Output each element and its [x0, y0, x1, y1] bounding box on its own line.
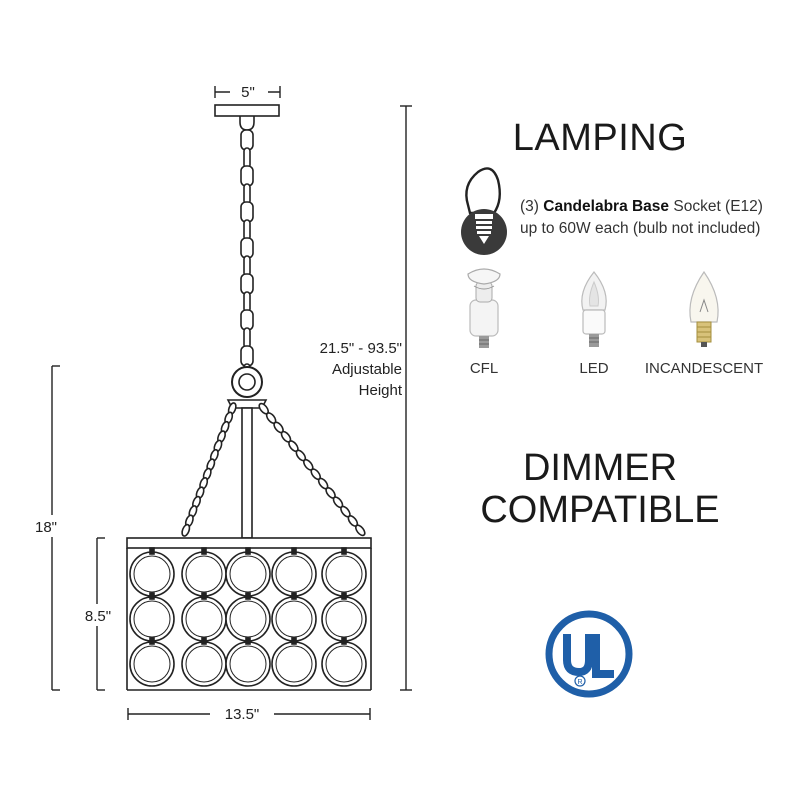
- socket-description: (3) Candelabra Base Socket (E12) up to 6…: [520, 196, 780, 240]
- ring-clip: [291, 592, 297, 600]
- chain-link: [243, 291, 251, 313]
- ring: [181, 596, 227, 642]
- ring: [321, 596, 367, 642]
- incandescent-bulb-icon: [689, 270, 719, 347]
- ring-inner: [133, 645, 171, 683]
- ring-inner: [185, 645, 223, 683]
- ring-clip: [341, 592, 347, 600]
- ring: [181, 641, 227, 687]
- ring: [225, 596, 271, 642]
- ring-clip: [245, 547, 251, 555]
- chain-link: [243, 255, 251, 277]
- ring-clip: [201, 547, 207, 555]
- chain-link: [240, 165, 254, 187]
- ring: [181, 551, 227, 597]
- chain-link: [240, 309, 254, 331]
- ring-inner: [229, 600, 267, 638]
- dimmer-line: DIMMER: [522, 447, 678, 489]
- ring: [271, 641, 317, 687]
- candelabra-bulb-icon: [461, 167, 507, 255]
- compatible-line: COMPATIBLE: [480, 488, 720, 531]
- chain-link: [354, 524, 366, 537]
- chain-link: [240, 201, 254, 223]
- incandescent-label: INCANDESCENT: [644, 360, 764, 377]
- ring: [271, 551, 317, 597]
- chandelier-fixture: [126, 104, 372, 691]
- ring-panels: [129, 547, 367, 687]
- ring: [129, 641, 175, 687]
- ring-clip: [149, 592, 155, 600]
- cfl-bulb-icon: [467, 268, 501, 348]
- canopy-loop: [239, 116, 255, 131]
- chain-link: [243, 183, 251, 205]
- ring: [321, 641, 367, 687]
- center-rod: [241, 407, 253, 539]
- ul-listed-logo: R: [545, 610, 633, 698]
- ring-inner: [185, 600, 223, 638]
- chain-link: [240, 129, 254, 151]
- led-label: LED: [579, 360, 609, 377]
- ring-inner: [133, 555, 171, 593]
- height-label: Height: [359, 382, 403, 399]
- ring-inner: [325, 600, 363, 638]
- shade-width-label: 13.5": [225, 706, 260, 723]
- ring-inner: [275, 600, 313, 638]
- ring: [129, 551, 175, 597]
- adjustable-height-dimension: [400, 105, 412, 691]
- ring-clip: [291, 547, 297, 555]
- ring: [225, 551, 271, 597]
- ring: [271, 596, 317, 642]
- ring-inner: [325, 555, 363, 593]
- hanging-chain: [240, 129, 254, 385]
- ring-clip: [341, 547, 347, 555]
- ring-clip: [149, 547, 155, 555]
- ring-clip: [291, 637, 297, 645]
- ring-inner: [325, 645, 363, 683]
- socket-type: Candelabra Base: [543, 198, 670, 215]
- canopy-width-label: 5": [241, 84, 255, 101]
- ring-clip: [341, 637, 347, 645]
- adjustable-label: Adjustable: [332, 361, 402, 378]
- ring-inner: [185, 555, 223, 593]
- ring-inner: [229, 555, 267, 593]
- ring: [321, 551, 367, 597]
- ring-clip: [149, 637, 155, 645]
- ring-inner: [133, 600, 171, 638]
- ring-clip: [201, 592, 207, 600]
- chain-link: [240, 345, 254, 367]
- chain-link: [243, 147, 251, 169]
- dimmer-compatible-heading: DIMMER COMPATIBLE: [440, 447, 760, 532]
- overall-height-label: 18": [35, 519, 57, 536]
- chain-link: [181, 523, 191, 537]
- ring-clip: [245, 637, 251, 645]
- chain-link: [243, 327, 251, 349]
- cfl-label: CFL: [469, 360, 499, 377]
- shade-top-band: [126, 537, 372, 549]
- svg-text:R: R: [577, 679, 582, 686]
- ring-inner: [275, 555, 313, 593]
- ring-inner: [275, 645, 313, 683]
- socket-count: (3): [520, 198, 539, 215]
- shade-height-label: 8.5": [85, 608, 111, 625]
- chain-link: [240, 237, 254, 259]
- lamping-title: LAMPING: [512, 117, 688, 159]
- ring-clip: [201, 637, 207, 645]
- ring-inner: [229, 645, 267, 683]
- chain-link: [240, 273, 254, 295]
- socket-suffix: Socket (E12): [673, 198, 763, 215]
- ring: [225, 641, 271, 687]
- led-bulb-icon: [581, 271, 607, 347]
- chain-link: [243, 219, 251, 241]
- ring-clip: [245, 592, 251, 600]
- canopy: [214, 104, 280, 117]
- ring: [129, 596, 175, 642]
- adjustable-height-range: 21.5" - 93.5": [320, 340, 402, 357]
- wattage-info: up to 60W each (bulb not included): [520, 220, 761, 237]
- side-chains: [181, 402, 366, 537]
